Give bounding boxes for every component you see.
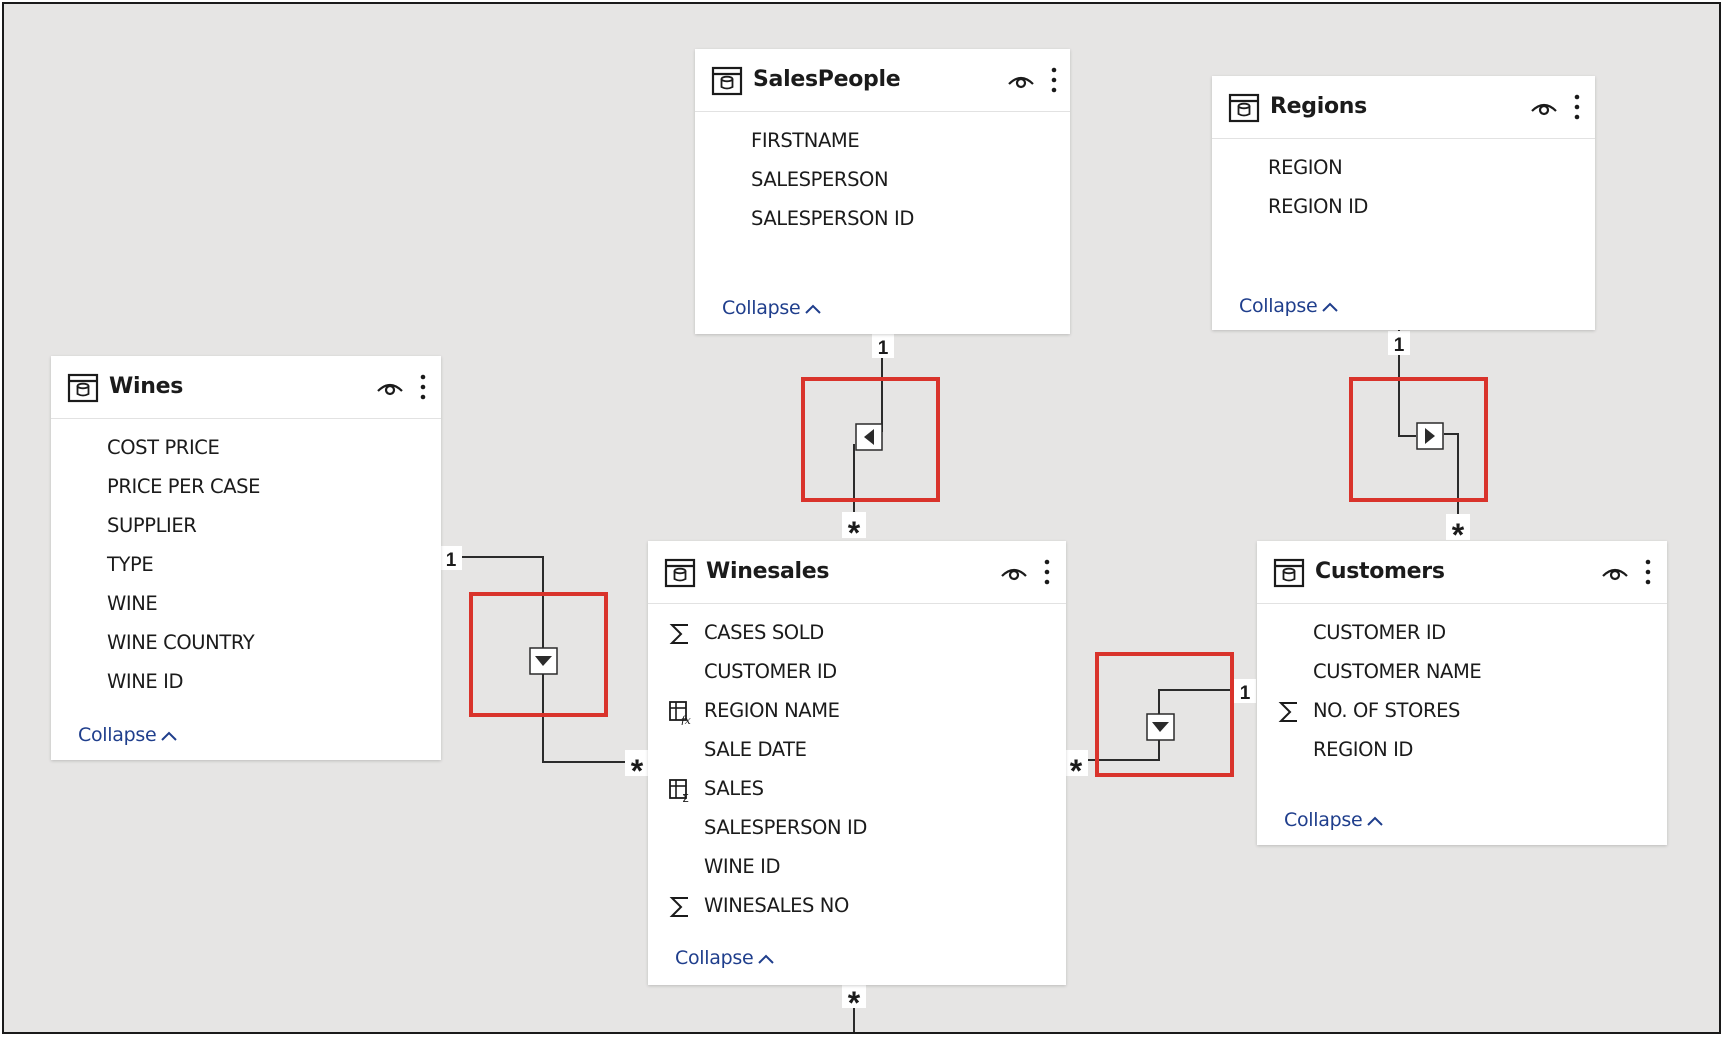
cardinality-many-label: * xyxy=(631,753,644,789)
field-item[interactable]: WINE ID xyxy=(704,855,781,878)
field-item[interactable]: WINESALES NO xyxy=(648,890,1066,929)
table-title: Customers xyxy=(1315,559,1445,584)
field-item[interactable]: REGION ID xyxy=(1313,738,1414,761)
field-item[interactable]: SALE DATE xyxy=(704,738,807,761)
highlight-box xyxy=(469,592,608,717)
table-icon xyxy=(1228,93,1260,123)
filter-arrow-right-icon xyxy=(1416,422,1444,450)
more-options-icon[interactable] xyxy=(1050,65,1058,95)
field-item[interactable]: WINE ID xyxy=(107,670,184,693)
table-card-header[interactable]: SalesPeople xyxy=(695,49,1070,112)
field-item[interactable]: CUSTOMER ID xyxy=(1313,621,1446,644)
relationship-line-regions-customers xyxy=(1398,329,1459,519)
cardinality-one-label: 1 xyxy=(1394,335,1405,356)
field-item[interactable]: WINE xyxy=(107,592,158,615)
measure-icon: Σ xyxy=(669,779,689,803)
svg-text:Σ: Σ xyxy=(682,792,689,803)
collapse-link[interactable]: Collapse xyxy=(1284,809,1384,831)
cardinality-one-label: 1 xyxy=(1240,683,1251,704)
cardinality-many-label: * xyxy=(1070,753,1083,789)
field-item[interactable]: REGION ID xyxy=(1268,195,1369,218)
field-list: COST PRICE PRICE PER CASE SUPPLIER TYPE … xyxy=(51,432,441,705)
table-card-salespeople[interactable]: SalesPeople FIRSTNAME SALESPERSON SALESP… xyxy=(695,49,1070,334)
table-icon xyxy=(711,66,743,96)
filter-arrow-down-icon xyxy=(1146,713,1175,741)
table-icon xyxy=(1273,558,1305,588)
eye-icon[interactable] xyxy=(376,378,404,398)
table-card-customers[interactable]: Customers CUSTOMER ID CUSTOMER NAME NO. … xyxy=(1257,541,1667,845)
filter-arrow-down-icon xyxy=(529,647,558,675)
table-card-header[interactable]: Wines xyxy=(51,356,441,419)
more-options-icon[interactable] xyxy=(1644,557,1652,587)
field-item[interactable]: CUSTOMER NAME xyxy=(1313,660,1482,683)
table-card-winesales[interactable]: Winesales CASES SOLD CUSTOMER ID fx REGI… xyxy=(648,541,1066,985)
field-item[interactable]: COST PRICE xyxy=(107,436,220,459)
sigma-icon xyxy=(669,624,688,644)
sigma-icon xyxy=(669,897,688,917)
table-title: Wines xyxy=(109,374,183,399)
calculated-column-icon: fx xyxy=(669,701,692,725)
field-item[interactable]: Σ SALES xyxy=(648,773,1066,812)
svg-text:fx: fx xyxy=(680,714,692,725)
field-item[interactable]: NO. OF STORES xyxy=(1257,695,1667,734)
table-card-header[interactable]: Winesales xyxy=(648,541,1066,604)
relationship-line-salespeople-winesales xyxy=(853,332,883,519)
table-icon xyxy=(664,558,696,588)
field-list: CASES SOLD CUSTOMER ID fx REGION NAME SA… xyxy=(648,617,1066,929)
table-icon xyxy=(67,373,99,403)
table-card-header[interactable]: Regions xyxy=(1212,76,1595,139)
table-title: Regions xyxy=(1270,94,1367,119)
field-list: REGION REGION ID xyxy=(1212,152,1595,230)
sigma-icon xyxy=(1278,702,1297,722)
highlight-box xyxy=(1349,377,1488,502)
eye-icon[interactable] xyxy=(1530,98,1558,118)
field-item[interactable]: fx REGION NAME xyxy=(648,695,1066,734)
relationship-line-customers-winesales xyxy=(1072,689,1246,761)
field-item[interactable]: CUSTOMER ID xyxy=(704,660,837,683)
field-item[interactable]: CASES SOLD xyxy=(648,617,1066,656)
more-options-icon[interactable] xyxy=(1573,92,1581,122)
more-options-icon[interactable] xyxy=(1043,557,1051,587)
filter-arrow-left-icon xyxy=(855,423,883,451)
eye-icon[interactable] xyxy=(1000,563,1028,583)
field-item[interactable]: SUPPLIER xyxy=(107,514,197,537)
table-card-header[interactable]: Customers xyxy=(1257,541,1667,604)
field-item[interactable]: SALESPERSON ID xyxy=(704,816,867,839)
collapse-link[interactable]: Collapse xyxy=(675,947,775,969)
field-item[interactable]: SALESPERSON ID xyxy=(751,207,914,230)
field-list: FIRSTNAME SALESPERSON SALESPERSON ID xyxy=(695,125,1070,242)
chevron-up-icon xyxy=(1367,816,1384,826)
field-item[interactable]: PRICE PER CASE xyxy=(107,475,261,498)
table-title: Winesales xyxy=(706,559,830,584)
field-list: CUSTOMER ID CUSTOMER NAME NO. OF STORES … xyxy=(1257,617,1667,773)
highlight-box xyxy=(801,377,940,502)
relationship-line-wines-winesales xyxy=(450,556,626,763)
chevron-up-icon xyxy=(758,954,775,964)
more-options-icon[interactable] xyxy=(419,372,427,402)
cardinality-many-label: * xyxy=(848,985,861,1021)
cardinality-one-label: 1 xyxy=(446,550,457,571)
field-item[interactable]: TYPE xyxy=(107,553,154,576)
cardinality-one-label: 1 xyxy=(878,338,889,359)
collapse-link[interactable]: Collapse xyxy=(78,724,178,746)
table-card-wines[interactable]: Wines COST PRICE PRICE PER CASE SUPPLIER… xyxy=(51,356,441,760)
collapse-link[interactable]: Collapse xyxy=(722,297,822,319)
chevron-up-icon xyxy=(1322,302,1339,312)
table-card-regions[interactable]: Regions REGION REGION ID Collapse xyxy=(1212,76,1595,330)
chevron-up-icon xyxy=(805,304,822,314)
field-item[interactable]: FIRSTNAME xyxy=(751,129,860,152)
eye-icon[interactable] xyxy=(1601,563,1629,583)
field-item[interactable]: WINE COUNTRY xyxy=(107,631,255,654)
eye-icon[interactable] xyxy=(1007,71,1035,91)
table-title: SalesPeople xyxy=(753,67,901,92)
field-item[interactable]: SALESPERSON xyxy=(751,168,889,191)
chevron-up-icon xyxy=(161,731,178,741)
collapse-link[interactable]: Collapse xyxy=(1239,295,1339,317)
field-item[interactable]: REGION xyxy=(1268,156,1343,179)
highlight-box xyxy=(1095,652,1234,777)
